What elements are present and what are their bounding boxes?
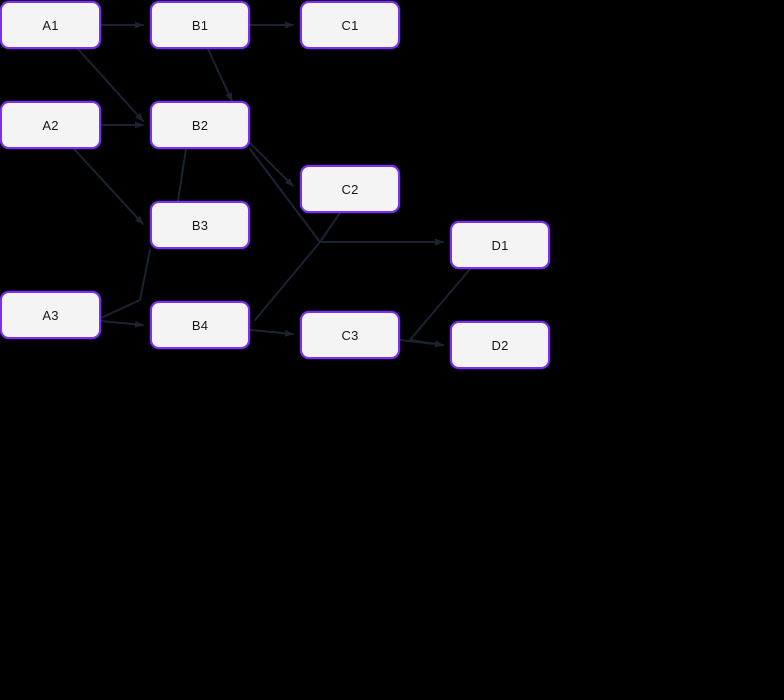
edge-a3-b4 xyxy=(100,320,144,328)
node-c2[interactable]: C2 xyxy=(300,165,400,213)
node-label: A1 xyxy=(42,17,59,33)
node-a3[interactable]: A3 xyxy=(0,291,101,339)
edge-a3-b3 xyxy=(100,249,151,319)
node-label: B4 xyxy=(191,317,209,333)
node-b2[interactable]: B2 xyxy=(150,101,250,149)
edge-a2-b3 xyxy=(73,148,144,225)
node-label: B3 xyxy=(191,217,209,233)
node-b3[interactable]: B3 xyxy=(150,201,250,249)
node-a2[interactable]: A2 xyxy=(0,101,101,149)
node-d1[interactable]: D1 xyxy=(450,221,550,269)
node-b4[interactable]: B4 xyxy=(150,301,250,349)
node-label: D1 xyxy=(491,237,509,253)
node-b1[interactable]: B1 xyxy=(150,1,250,49)
edge-b4-d1 xyxy=(254,238,444,321)
node-label: C1 xyxy=(341,17,359,33)
edges-group xyxy=(73,21,471,348)
node-label: A3 xyxy=(42,307,59,323)
edge-b2-b3 xyxy=(177,148,187,202)
node-c1[interactable]: C1 xyxy=(300,1,400,49)
node-d2[interactable]: D2 xyxy=(450,321,550,369)
node-label: A2 xyxy=(42,117,59,133)
edge-b4-c3 xyxy=(249,329,294,337)
node-label: D2 xyxy=(491,337,509,353)
edge-c2-d1 xyxy=(319,212,444,246)
edge-b2-c2 xyxy=(249,142,294,187)
node-a1[interactable]: A1 xyxy=(0,1,101,49)
edge-a1-b2 xyxy=(77,48,144,122)
node-label: B2 xyxy=(191,117,209,133)
edge-d1-d2 xyxy=(409,268,471,348)
node-label: C3 xyxy=(341,327,359,343)
node-label: C2 xyxy=(341,181,359,197)
node-c3[interactable]: C3 xyxy=(300,311,400,359)
node-label: B1 xyxy=(191,17,209,33)
edge-b1-b2 xyxy=(207,48,233,102)
